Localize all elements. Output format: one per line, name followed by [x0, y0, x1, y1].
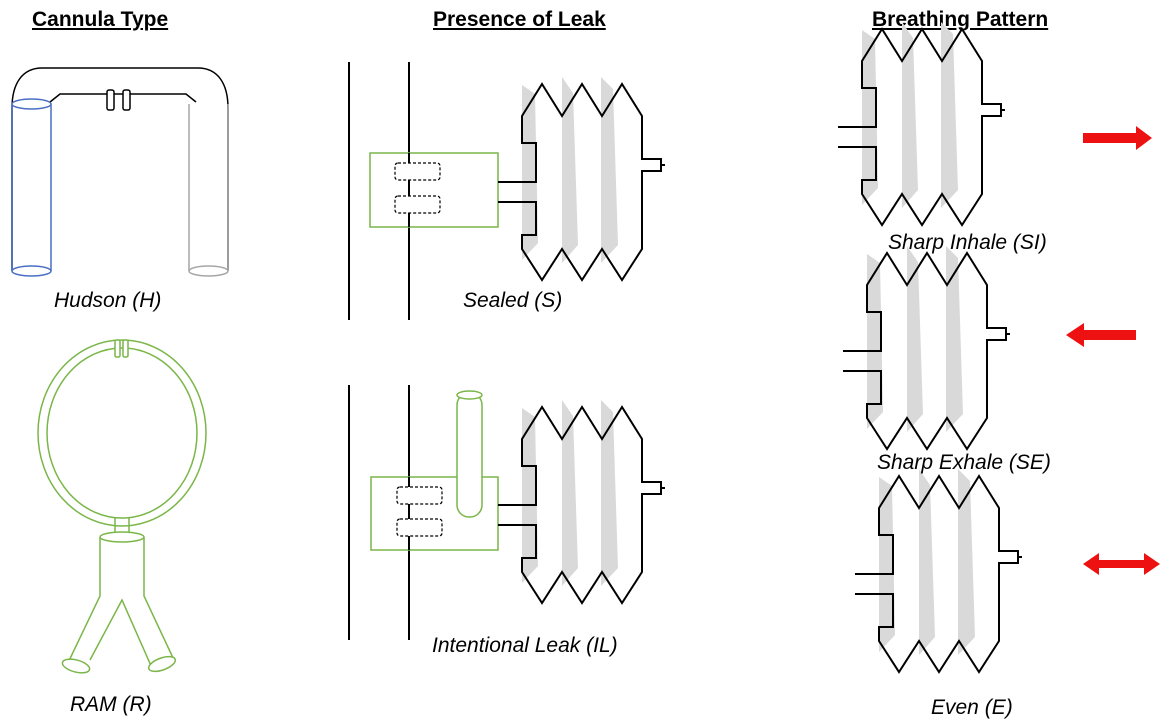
- caption-sharp-exhale: Sharp Exhale (SE): [877, 451, 1051, 474]
- arrow-right-icon: [1083, 126, 1152, 150]
- intentional-leak-setup: [348, 385, 666, 640]
- caption-hudson: Hudson (H): [54, 289, 162, 312]
- caption-sharp-inhale: Sharp Inhale (SI): [888, 231, 1047, 254]
- caption-intentional-leak: Intentional Leak (IL): [432, 634, 618, 657]
- arrow-left-icon: [1066, 323, 1136, 347]
- ram-cannula: [37, 339, 207, 674]
- header-cannula-type: Cannula Type: [32, 8, 169, 31]
- even-diagram: [854, 468, 1160, 673]
- caption-sealed: Sealed (S): [463, 289, 563, 312]
- hudson-cannula: [11, 67, 229, 277]
- sharp-exhale-diagram: [842, 245, 1136, 450]
- header-breathing-pattern: Breathing Pattern: [872, 8, 1049, 31]
- sharp-inhale-diagram: [837, 21, 1152, 226]
- caption-ram: RAM (R): [70, 693, 152, 716]
- header-presence-of-leak: Presence of Leak: [433, 8, 606, 31]
- arrow-both-icon: [1083, 553, 1160, 575]
- caption-even: Even (E): [931, 696, 1013, 719]
- sealed-setup: [348, 62, 666, 320]
